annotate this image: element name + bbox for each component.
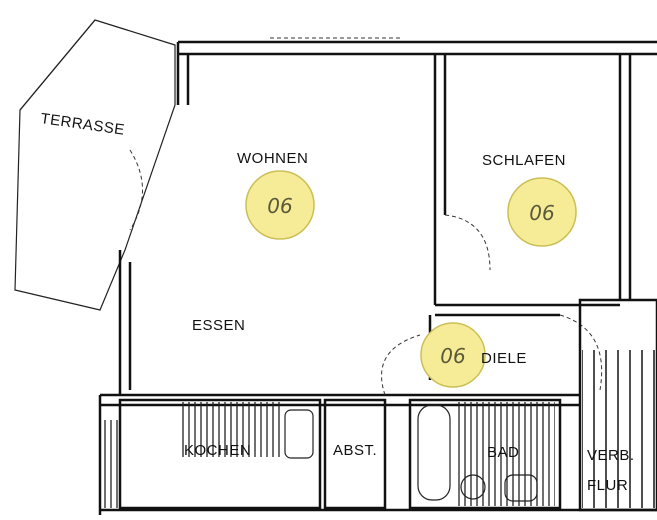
room-label-verb: VERB. [587, 447, 635, 464]
walls [98, 37, 657, 515]
toilet-fixture [460, 474, 486, 500]
room-label-diele: DIELE [481, 350, 527, 367]
marker-label: 06 [440, 344, 465, 368]
room-label-schlafen: SCHLAFEN [482, 152, 566, 169]
room-label-flur: FLUR [587, 477, 628, 494]
stove-fixture [284, 409, 314, 459]
room-label-bad: BAD [487, 444, 519, 461]
kitchen-wall-hatch [104, 420, 120, 508]
terrace [14, 19, 176, 311]
room-label-essen: ESSEN [192, 317, 245, 334]
marker-diele: 06 [420, 322, 486, 388]
marker-schlafen: 06 [507, 177, 577, 247]
room-label-terrasse: TERRASSE [39, 110, 125, 139]
marker-label: 06 [267, 194, 292, 218]
kitchen-counter-hatch [180, 402, 280, 457]
room-label-kochen: KOCHEN [184, 442, 251, 459]
corridor-hatch [582, 350, 655, 508]
bathtub-fixture [417, 404, 451, 501]
room-label-abst: ABST. [333, 442, 377, 459]
room-label-wohnen: WOHNEN [237, 150, 308, 167]
sink-fixture [504, 474, 538, 502]
marker-wohnen: 06 [245, 170, 315, 240]
marker-label: 06 [529, 201, 554, 225]
